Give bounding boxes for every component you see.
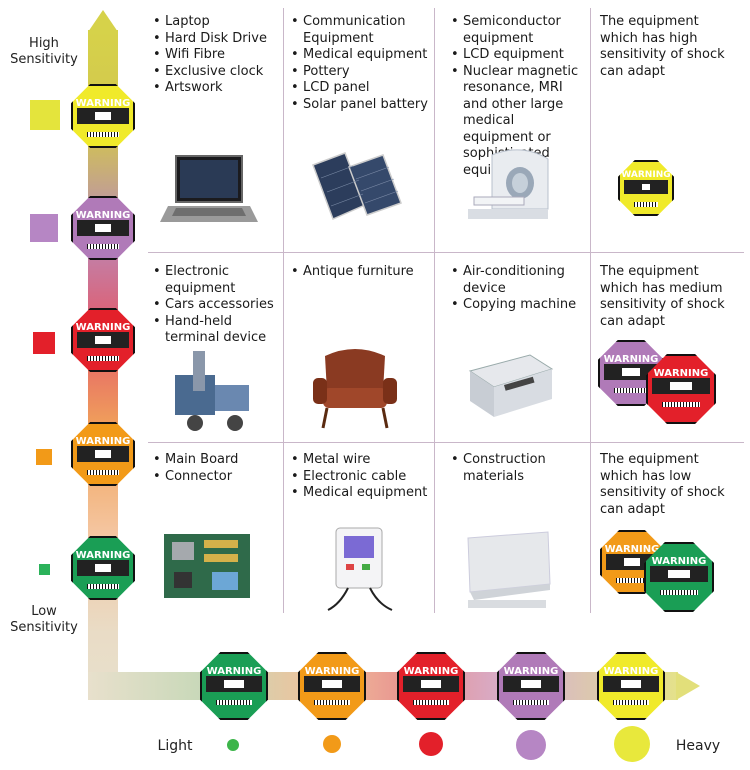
list-item: LCD equipment — [451, 47, 587, 64]
shock-label-icon-red: WARNING — [71, 308, 135, 372]
legend-square-green — [39, 564, 50, 575]
vertical-axis-arrowhead — [88, 10, 118, 32]
label-warning-text: WARNING — [603, 666, 659, 677]
label-warning-text: WARNING — [653, 368, 709, 379]
shock-label-icon-green: WARNING — [71, 536, 135, 600]
row3-col3-list: Construction materials — [451, 452, 587, 485]
legend-dot-green — [227, 739, 239, 751]
list-item: Communication Equipment — [291, 14, 433, 47]
light-label: Light — [157, 738, 193, 754]
shock-label-icon-orange-h: WARNING — [298, 652, 366, 720]
shock-label-icon-yellow-sample: WARNING — [618, 160, 674, 216]
label-warning-text: WARNING — [651, 556, 707, 567]
list-item: Medical equipment — [291, 47, 433, 64]
list-item: Hard Disk Drive — [153, 31, 281, 48]
medical-device-image — [327, 527, 393, 611]
list-item: Wifi Fibre — [153, 47, 281, 64]
handheld-equipment-image — [175, 351, 249, 431]
list-item: Air-conditioning device — [451, 264, 587, 297]
construction-material-image — [467, 531, 551, 608]
shock-label-icon-green-h: WARNING — [200, 652, 268, 720]
row2-col2-list: Antique furniture — [291, 264, 433, 281]
list-item: Laptop — [153, 14, 281, 31]
high-sensitivity-label: High Sensitivity — [10, 36, 78, 67]
heavy-label: Heavy — [675, 738, 721, 754]
legend-dot-purple — [516, 730, 546, 760]
shock-label-icon-red-h: WARNING — [397, 652, 465, 720]
shock-label-icon-red-sample: WARNING — [646, 354, 716, 424]
label-warning-text: WARNING — [503, 666, 559, 677]
list-item: Artswork — [153, 80, 281, 97]
row1-col1-list: Laptop Hard Disk Drive Wifi Fibre Exclus… — [153, 14, 281, 97]
shock-label-icon-purple: WARNING — [71, 196, 135, 260]
legend-dot-red — [419, 732, 443, 756]
list-item: Copying machine — [451, 297, 587, 314]
list-item: Electronic cable — [291, 469, 433, 486]
label-warning-text: WARNING — [604, 544, 660, 555]
shock-label-icon-green-sample: WARNING — [644, 542, 714, 612]
list-item: Solar panel battery — [291, 97, 433, 114]
label-warning-text: WARNING — [75, 436, 131, 447]
label-warning-text: WARNING — [603, 354, 659, 365]
main-board-image — [164, 534, 250, 598]
label-warning-text: WARNING — [621, 170, 671, 180]
laptop-image — [160, 155, 258, 222]
legend-dot-yellow — [614, 726, 650, 762]
grid-divider-v2 — [434, 8, 435, 613]
list-item: Main Board — [153, 452, 281, 469]
list-item: Hand-held terminal device — [153, 314, 281, 347]
legend-square-red — [33, 332, 55, 354]
row1-col4-text: The equipment which has high sensitivity… — [600, 14, 725, 79]
list-item: Metal wire — [291, 452, 433, 469]
row2-col3-list: Air-conditioning device Copying machine — [451, 264, 587, 314]
row2-col1-list: Electronic equipment Cars accessories Ha… — [153, 264, 281, 347]
legend-square-orange — [36, 449, 52, 465]
list-item: Construction materials — [451, 452, 587, 485]
mri-machine-image — [468, 149, 549, 219]
label-warning-text: WARNING — [403, 666, 459, 677]
antique-chair-image — [313, 349, 397, 429]
grid-divider-h2 — [148, 442, 744, 443]
shock-label-icon-purple-h: WARNING — [497, 652, 565, 720]
legend-square-purple — [30, 214, 58, 242]
row3-col2-list: Metal wire Electronic cable Medical equi… — [291, 452, 433, 502]
grid-divider-v1 — [283, 8, 284, 613]
row3-col1-list: Main Board Connector — [153, 452, 281, 485]
shock-label-icon-yellow-h: WARNING — [597, 652, 665, 720]
low-sensitivity-label: Low Sensitivity — [10, 604, 78, 635]
label-warning-text: WARNING — [75, 98, 131, 109]
label-warning-text: WARNING — [75, 210, 131, 221]
grid-divider-h1 — [148, 252, 744, 253]
row2-col4-text: The equipment which has medium sensitivi… — [600, 264, 725, 329]
list-item: LCD panel — [291, 80, 433, 97]
list-item: Connector — [153, 469, 281, 486]
shock-label-icon-yellow: WARNING — [71, 84, 135, 148]
shock-label-icon-orange: WARNING — [71, 422, 135, 486]
list-item: Semiconductor equipment — [451, 14, 587, 47]
list-item: Antique furniture — [291, 264, 433, 281]
horizontal-axis-arrowhead — [676, 672, 700, 700]
weight-axis-bar — [88, 672, 678, 700]
label-warning-text: WARNING — [75, 322, 131, 333]
legend-square-yellow — [30, 100, 60, 130]
label-warning-text: WARNING — [75, 550, 131, 561]
row1-col2-list: Communication Equipment Medical equipmen… — [291, 14, 433, 113]
list-item: Cars accessories — [153, 297, 281, 314]
grid-divider-v3 — [590, 8, 591, 613]
list-item: Medical equipment — [291, 485, 433, 502]
list-item: Electronic equipment — [153, 264, 281, 297]
legend-dot-orange — [323, 735, 341, 753]
row3-col4-text: The equipment which has low sensitivity … — [600, 452, 725, 517]
list-item: Exclusive clock — [153, 64, 281, 81]
label-warning-text: WARNING — [304, 666, 360, 677]
solar-panel-image — [312, 152, 402, 221]
copier-image — [468, 354, 554, 417]
label-warning-text: WARNING — [206, 666, 262, 677]
list-item: Pottery — [291, 64, 433, 81]
